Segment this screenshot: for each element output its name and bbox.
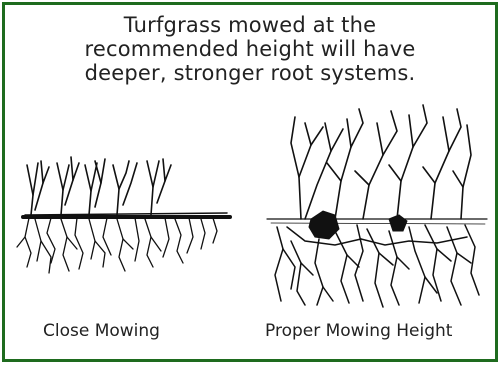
figure-frame: Turfgrass mowed at the recommended heigh…	[2, 2, 498, 362]
caption-proper-mowing-height: Proper Mowing Height	[265, 321, 452, 341]
caption-close-mowing: Close Mowing	[43, 321, 160, 341]
tall-grass-deep-roots-icon	[5, 5, 495, 359]
